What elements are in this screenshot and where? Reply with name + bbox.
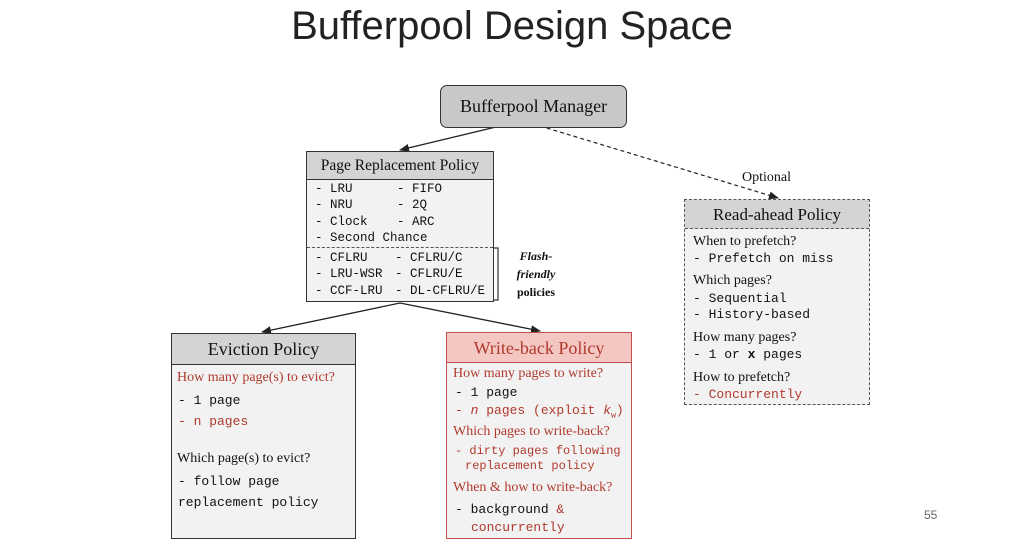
eviction-answer-text: - n pages	[178, 414, 249, 429]
flash-policy-item: - CFLRU/C	[395, 251, 463, 265]
write-back-answer: - background &	[455, 502, 564, 517]
replacement-col1: - LRU - NRU - Clock - Second Chance	[315, 181, 428, 246]
read-ahead-policy-box: Read-ahead Policy When to prefetch? - Pr…	[684, 199, 870, 405]
flash-note-line: policies	[517, 285, 555, 299]
flash-note-line: Flash-	[519, 249, 553, 263]
write-back-answer-n-pages: - n pages (exploit kw)	[455, 403, 624, 421]
arrow-replacement-to-eviction	[261, 302, 401, 335]
eviction-answer: - 1 page	[178, 393, 241, 408]
text-fragment: - background	[455, 502, 557, 517]
eviction-header: Eviction Policy	[172, 334, 355, 365]
text-fragment: x	[747, 347, 756, 362]
policy-item: - Clock	[315, 214, 368, 229]
flash-policy-item: - CFLRU/E	[395, 267, 463, 282]
write-back-answer: - dirty pages following	[455, 444, 621, 458]
read-ahead-answer: - History-based	[693, 307, 811, 322]
flash-policy-item: - CFLRU	[315, 251, 368, 265]
flash-col1: - CFLRU - LRU-WSR - CCF-LRU	[315, 250, 383, 299]
eviction-answer: - follow page	[178, 474, 280, 489]
eviction-answer: - n pages	[178, 414, 248, 429]
flash-policy-item: - LRU-WSR	[315, 267, 383, 282]
write-back-question-3: When & how to write-back?	[453, 480, 613, 495]
flash-friendly-note: Flash- friendly policies	[506, 247, 566, 301]
text-fragment: &	[556, 502, 565, 517]
bufferpool-manager-node: Bufferpool Manager	[440, 85, 627, 128]
text-fragment: -	[455, 403, 471, 418]
policy-item: - FIFO	[397, 182, 443, 196]
flash-bracket	[492, 247, 499, 301]
write-back-header: Write-back Policy	[447, 333, 631, 363]
optional-label: Optional	[742, 170, 791, 185]
write-back-question-2: Which pages to write-back?	[453, 424, 610, 439]
policy-item: - LRU	[315, 182, 353, 196]
read-ahead-question-3: How many pages?	[693, 330, 797, 345]
read-ahead-answer: - 1 or x pages	[693, 347, 802, 362]
read-ahead-question-2: Which pages?	[693, 273, 772, 288]
arrow-manager-to-readahead	[539, 125, 779, 200]
read-ahead-answer: - Sequential	[693, 291, 787, 306]
write-back-answer: concurrently	[471, 520, 565, 535]
arrow-manager-to-replacement	[399, 125, 501, 152]
flash-policy-item: - CCF-LRU	[315, 283, 383, 298]
policy-item: - ARC	[397, 214, 435, 229]
slide-title: Bufferpool Design Space	[291, 4, 733, 48]
text-fragment: n	[470, 403, 479, 418]
text-fragment: k	[603, 403, 612, 418]
policy-item: - 2Q	[397, 198, 428, 213]
write-back-policy-box: Write-back Policy How many pages to writ…	[446, 332, 632, 539]
read-ahead-answer: - Prefetch on miss	[693, 251, 834, 266]
policy-item: - NRU	[315, 198, 353, 213]
page-number: 55	[924, 508, 938, 522]
write-back-question-1: How many pages to write?	[453, 366, 604, 381]
replacement-col2: - FIFO - 2Q - ARC	[397, 181, 442, 230]
eviction-answer: replacement policy	[178, 495, 319, 510]
eviction-question-2: Which page(s) to evict?	[177, 451, 311, 466]
flash-col2: - CFLRU/C - CFLRU/E - DL-CFLRU/E	[395, 250, 485, 299]
page-replacement-policy-box: Page Replacement Policy - LRU - NRU - Cl…	[306, 151, 494, 302]
read-ahead-question-1: When to prefetch?	[693, 234, 797, 249]
page-replacement-header: Page Replacement Policy	[307, 152, 493, 180]
flash-separator	[307, 247, 493, 248]
eviction-policy-box: Eviction Policy How many page(s) to evic…	[171, 333, 356, 539]
text-fragment: w	[611, 411, 616, 421]
eviction-question-1: How many page(s) to evict?	[177, 370, 335, 385]
text-fragment: )	[615, 403, 624, 418]
flash-note-line: friendly	[516, 267, 556, 281]
text-fragment: pages (exploit	[478, 403, 604, 418]
read-ahead-header: Read-ahead Policy	[685, 200, 869, 229]
text-fragment: - 1 or	[693, 347, 748, 362]
write-back-answer: - 1 page	[455, 385, 518, 400]
flash-policy-item: - DL-CFLRU/E	[395, 283, 486, 298]
arrow-replacement-to-writeback	[399, 302, 541, 334]
read-ahead-answer: - Concurrently	[693, 387, 803, 402]
text-fragment: pages	[755, 347, 803, 362]
write-back-answer: replacement policy	[465, 459, 595, 473]
read-ahead-question-4: How to prefetch?	[693, 370, 791, 385]
policy-item: - Second Chance	[315, 230, 428, 245]
